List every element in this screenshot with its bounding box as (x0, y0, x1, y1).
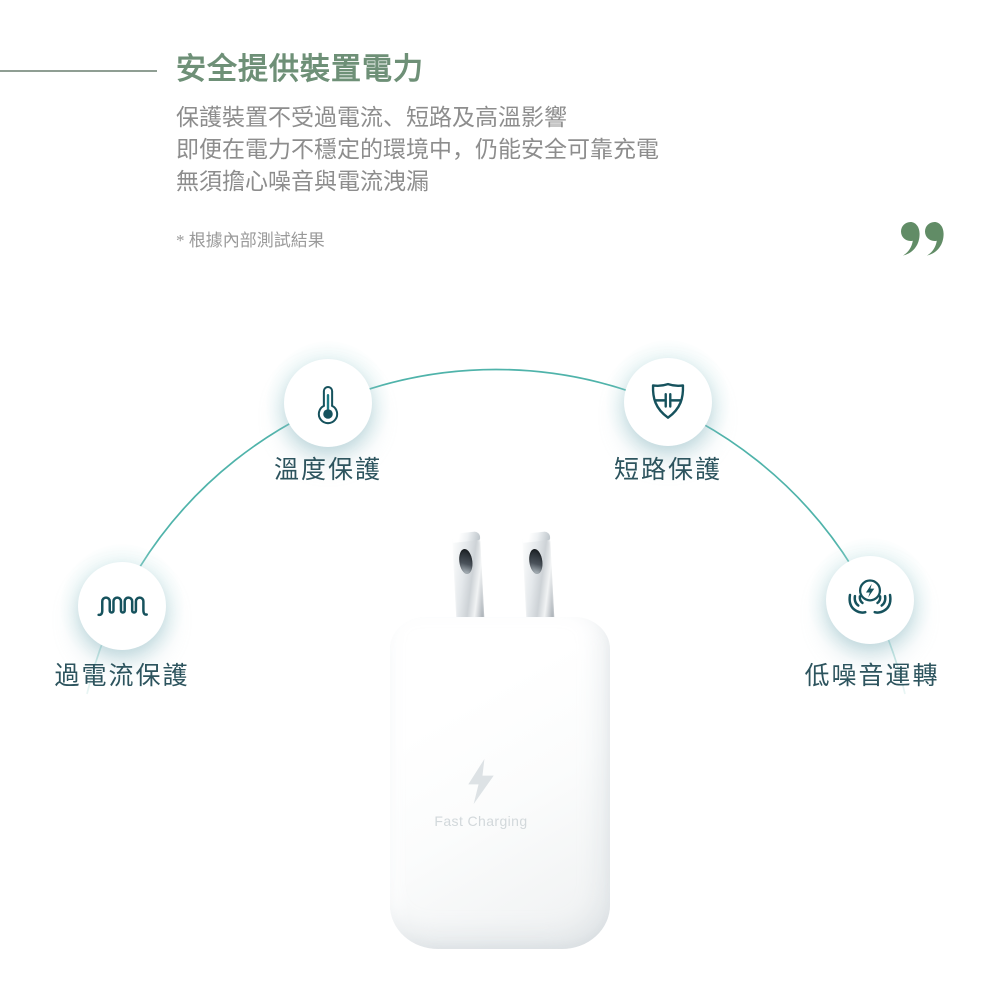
charger-branding: Fast Charging (390, 759, 572, 829)
prong-hole (457, 548, 474, 575)
body-text-line: 無須擔心噪音與電流洩漏 (176, 169, 429, 194)
feature-short-circuit-protection: 短路保護 (606, 340, 730, 484)
hands-energy-icon (848, 579, 892, 614)
body-text-line: 保護裝置不受過電流、短路及高溫影響 (176, 105, 567, 130)
feature-label: 低噪音運轉 (804, 662, 940, 690)
closing-quote-icon (901, 222, 947, 258)
feature-label: 過電流保護 (54, 662, 190, 690)
feature-label: 溫度保護 (273, 456, 383, 484)
feature-temperature-protection: 溫度保護 (266, 341, 390, 484)
feature-low-noise-operation: 低噪音運轉 (804, 538, 938, 690)
coil-icon (97, 596, 148, 617)
accent-rule (0, 70, 157, 72)
footnote: * 根據內部測試結果 (176, 231, 325, 250)
feature-overcurrent-protection: 過電流保護 (54, 544, 188, 690)
fast-charging-label: Fast Charging (434, 813, 528, 829)
feature-circle (808, 538, 932, 662)
lightning-bolt-icon (468, 759, 494, 804)
feature-circle (60, 544, 184, 668)
feature-label: 短路保護 (613, 456, 723, 484)
charger-image: Fast Charging (390, 536, 610, 956)
charger-body: Fast Charging (390, 617, 610, 949)
thermometer-icon (317, 385, 339, 425)
shield-capacitor-icon (651, 382, 685, 419)
body-text-line: 即便在電力不穩定的環境中，仍能安全可靠充電 (176, 137, 659, 162)
page-title: 安全提供裝置電力 (176, 53, 424, 86)
feature-circle (266, 341, 390, 465)
prong-hole (527, 548, 544, 575)
feature-circle (606, 340, 730, 464)
body-copy: 保護裝置不受過電流、短路及高溫影響 即便在電力不穩定的環境中，仍能安全可靠充電 … (176, 102, 659, 198)
